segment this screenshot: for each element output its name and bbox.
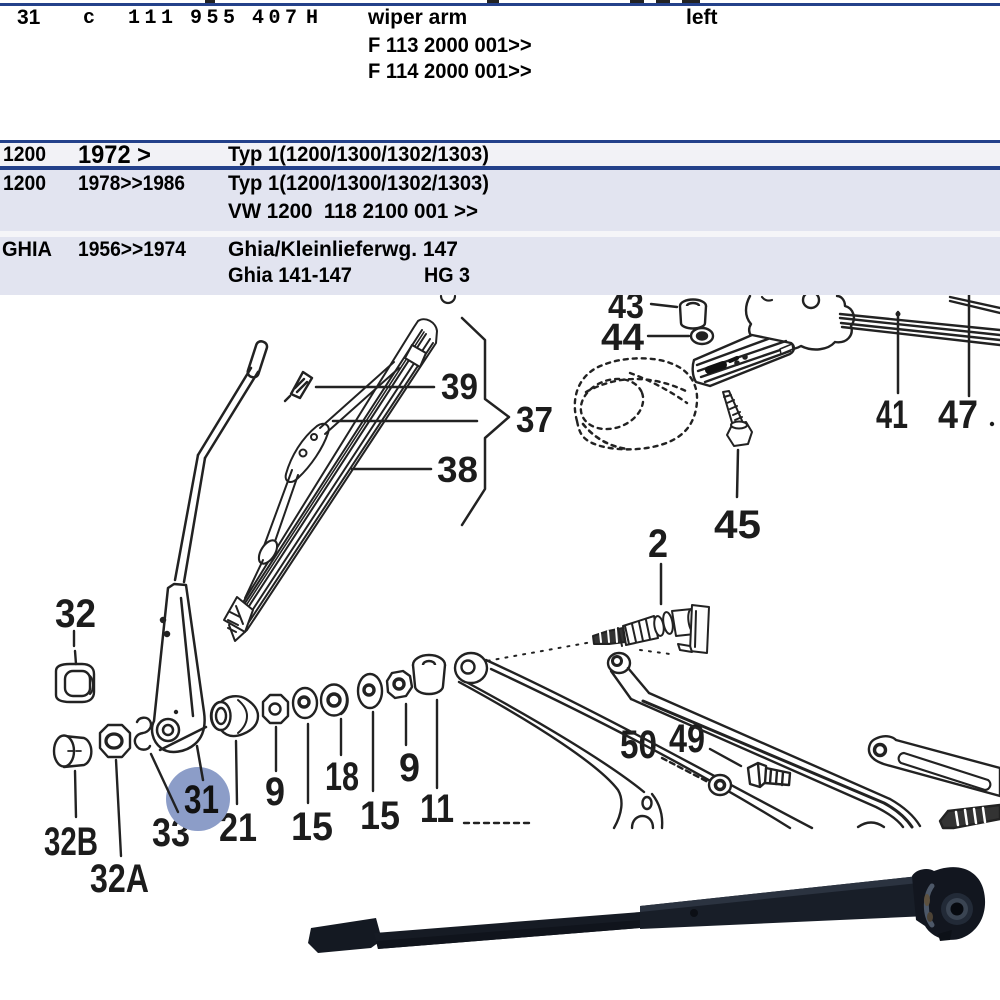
- svg-text:15: 15: [291, 805, 333, 849]
- svg-text:32A: 32A: [90, 857, 149, 901]
- svg-text:9: 9: [399, 746, 420, 790]
- svg-text:45: 45: [714, 503, 761, 547]
- svg-text:31: 31: [184, 778, 219, 822]
- svg-text:47: 47: [938, 393, 978, 437]
- svg-text:2: 2: [648, 522, 668, 566]
- svg-text:11: 11: [420, 787, 454, 831]
- svg-text:41: 41: [876, 393, 908, 437]
- svg-text:9: 9: [265, 770, 285, 814]
- svg-text:39: 39: [441, 366, 478, 407]
- svg-text:32B: 32B: [44, 820, 98, 864]
- svg-text:44: 44: [601, 317, 644, 359]
- svg-text:37: 37: [516, 399, 553, 440]
- svg-text:15: 15: [360, 794, 400, 838]
- svg-text:18: 18: [325, 755, 359, 799]
- svg-text:38: 38: [437, 449, 478, 490]
- svg-text:32: 32: [55, 592, 96, 636]
